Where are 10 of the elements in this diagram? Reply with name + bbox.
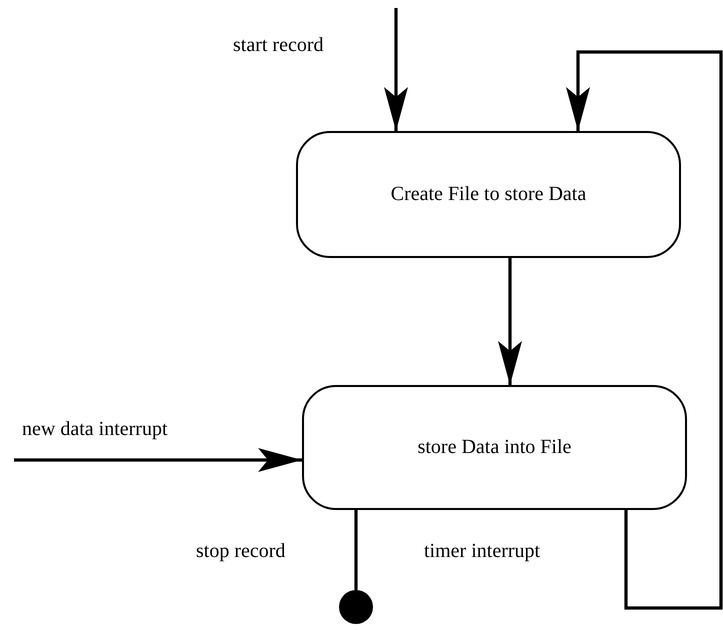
arrow bbox=[384, 8, 408, 131]
arrow bbox=[498, 258, 522, 385]
activity-box: store Data into File bbox=[302, 385, 687, 510]
connector-line bbox=[354, 510, 358, 590]
arrow bbox=[566, 50, 723, 610]
activity-box: Create File to store Data bbox=[296, 131, 681, 258]
edge-label: stop record bbox=[196, 540, 286, 562]
arrow bbox=[14, 448, 302, 472]
edge-label: new data interrupt bbox=[22, 418, 168, 440]
final-state-circle bbox=[339, 590, 373, 624]
